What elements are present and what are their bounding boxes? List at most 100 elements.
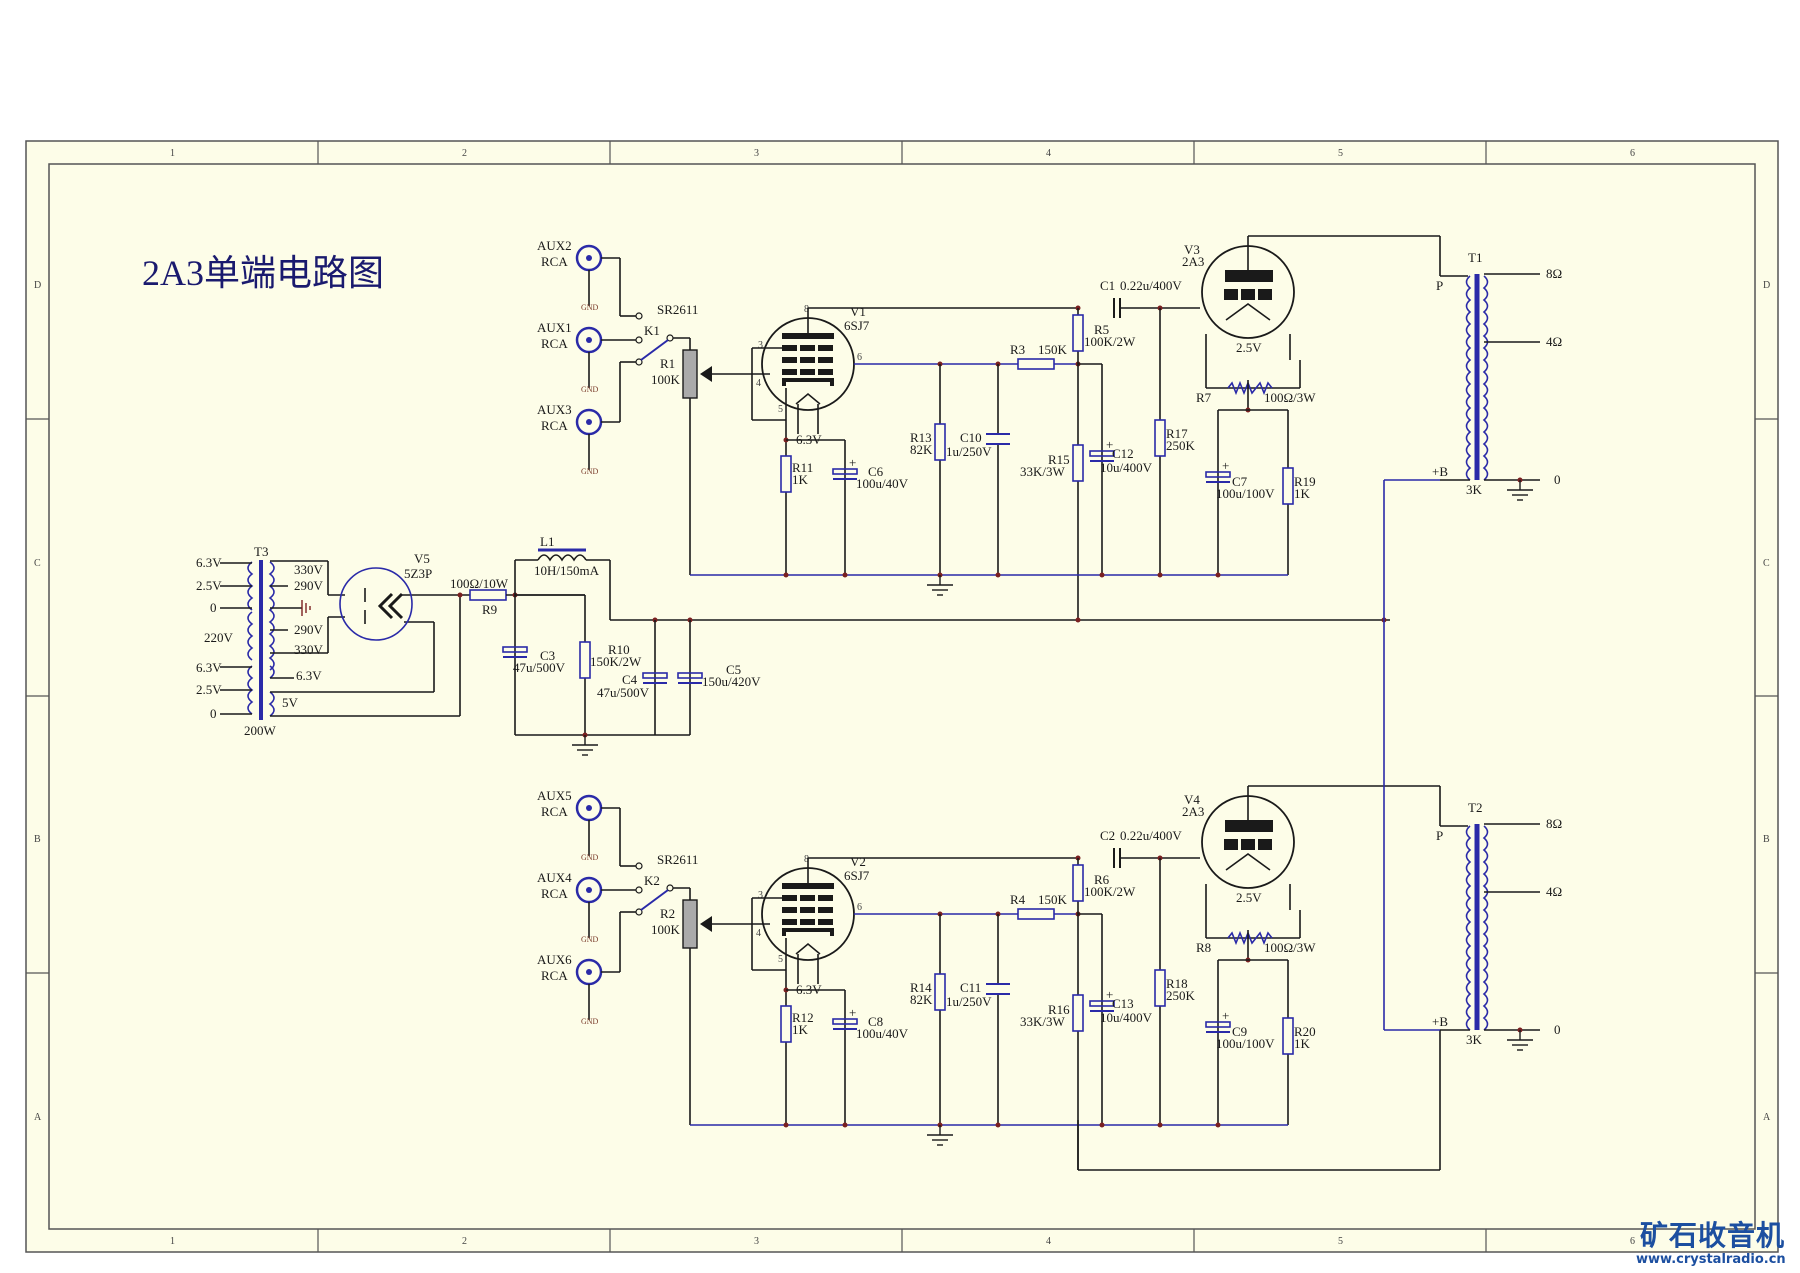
opt-pin: P — [1436, 278, 1443, 293]
cap-plate — [1089, 1000, 1115, 1007]
inner-frame — [48, 163, 1756, 1230]
heater — [795, 393, 821, 405]
switch-contact — [635, 862, 643, 870]
resistor-value: 33K/3W — [1020, 464, 1066, 479]
input-type: RCA — [541, 254, 568, 269]
grid-bar — [782, 369, 797, 375]
watermark-url: www.crystalradio.cn — [1636, 1252, 1786, 1267]
capacitor-ref: C13 — [1112, 996, 1134, 1011]
filament — [1225, 303, 1271, 321]
gnd-label: GND — [581, 467, 599, 476]
resistor-ref: R11 — [792, 460, 813, 475]
row-label: C — [34, 558, 41, 569]
junction-dot — [995, 572, 1001, 578]
capacitor-value: 100u/40V — [856, 476, 909, 491]
plate-load-resistor — [1072, 314, 1084, 352]
volume-pot — [682, 349, 698, 399]
plate-bar — [1225, 820, 1273, 832]
opt-tap: 8Ω — [1546, 816, 1562, 831]
r10-resistor — [579, 641, 591, 679]
tube-ref: V2 — [850, 854, 866, 869]
volume-pot — [682, 899, 698, 949]
col-label: 3 — [754, 1236, 759, 1247]
switch-contact — [635, 336, 643, 344]
row-label: D — [1763, 280, 1770, 291]
r10-value: 150K/2W — [590, 654, 642, 669]
col-label: 3 — [754, 148, 759, 159]
capacitor-value: 100u/100V — [1216, 486, 1275, 501]
hum-pot — [1227, 380, 1273, 396]
pin-label: 5 — [778, 404, 783, 415]
pin-label: 8 — [804, 304, 809, 315]
pot-ref: R2 — [660, 906, 675, 921]
junction-dot — [842, 1122, 848, 1128]
grid-bar — [1224, 289, 1238, 300]
ground-symbol — [927, 1125, 953, 1146]
t3-pri-tap: 2.5V — [196, 682, 222, 697]
tube-ref: V1 — [850, 304, 866, 319]
resistor-ref: R3 — [1010, 342, 1025, 357]
cathode-capacitor: + — [832, 455, 858, 480]
input-ref: AUX3 — [537, 402, 572, 417]
plus-sign: + — [1222, 1008, 1229, 1023]
grid-bar — [818, 907, 833, 913]
junction-dot — [783, 572, 789, 578]
col-label: 5 — [1338, 148, 1343, 159]
capacitor-value: 10u/400V — [1100, 460, 1153, 475]
channel-upper: GNDAUX2RCAGNDAUX1RCAGNDAUX3RCASR2611K1R1… — [537, 235, 1562, 620]
resistor-ref: R14 — [910, 980, 932, 995]
ground-symbol — [572, 735, 598, 756]
rca-center — [586, 419, 592, 425]
plate-feed-resistor — [1017, 908, 1055, 920]
v5-rectifier-tube — [339, 567, 413, 641]
row-label: D — [34, 280, 41, 291]
capacitor-ref: C2 — [1100, 828, 1115, 843]
watermark-brand: 矿石收音机 — [1640, 1219, 1786, 1252]
screen-resistor — [934, 973, 946, 1011]
opt-secondary-coil — [1482, 275, 1489, 481]
resistor-value: 33K/3W — [1020, 1014, 1066, 1029]
resistor-value: 1K — [1294, 1036, 1311, 1051]
t3-sec-tap: 330V — [294, 642, 324, 657]
rca-center — [586, 887, 592, 893]
col-label: 4 — [1046, 148, 1051, 159]
capacitor-ref: C6 — [868, 464, 884, 479]
grid-bar — [800, 357, 815, 363]
grid-bar — [800, 895, 815, 901]
decouple-capacitor: + — [1089, 437, 1115, 462]
v5-type: 5Z3P — [404, 566, 432, 581]
cathode — [782, 378, 834, 386]
resistor-ref: R5 — [1094, 322, 1109, 337]
opt-tap: 8Ω — [1546, 266, 1562, 281]
resistor-ref: R20 — [1294, 1024, 1316, 1039]
c5-value: 150u/420V — [702, 674, 761, 689]
t3-pri-tap: 6.3V — [196, 660, 222, 675]
col-label: 6 — [1630, 148, 1635, 159]
cap-plate — [1205, 471, 1231, 478]
col-label: 1 — [170, 1236, 175, 1247]
grid-bar — [818, 369, 833, 375]
grid-bar — [800, 919, 815, 925]
c3-ref: C3 — [540, 648, 555, 663]
grid-bar — [818, 357, 833, 363]
c4-value: 47u/500V — [597, 685, 650, 700]
junction-dot — [783, 1122, 789, 1128]
decouple-capacitor: + — [1089, 987, 1115, 1012]
capacitor-ref: C8 — [868, 1014, 883, 1029]
v5-ref: V5 — [414, 551, 430, 566]
grid-bar — [782, 895, 797, 901]
opt-tap: 4Ω — [1546, 884, 1562, 899]
input-type: RCA — [541, 886, 568, 901]
resistor-ref: R17 — [1166, 426, 1188, 441]
switch-contact — [635, 312, 643, 320]
row-label: B — [1763, 834, 1770, 845]
tube-type: 2A3 — [1182, 254, 1204, 269]
grid-bar — [818, 895, 833, 901]
heater-label: 2.5V — [1236, 890, 1262, 905]
switch-part: SR2611 — [657, 852, 698, 867]
cathode-resistor — [780, 455, 792, 493]
gnd-label: GND — [581, 935, 599, 944]
input-type: RCA — [541, 336, 568, 351]
pin-label: 6 — [857, 902, 862, 913]
plate-bar — [1225, 270, 1273, 282]
